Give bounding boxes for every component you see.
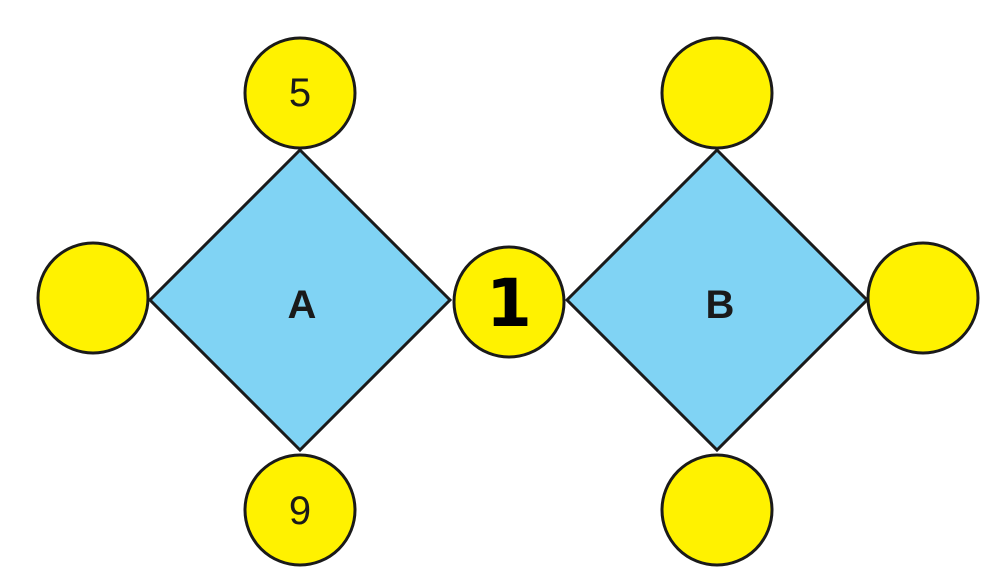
- node-a-top-label: 5: [289, 71, 311, 115]
- node-b-bottom: [660, 453, 774, 567]
- node-a-top: [243, 36, 357, 150]
- node-b-right: [866, 241, 980, 355]
- node-shared: [452, 245, 566, 359]
- node-a-bottom-label: 9: [289, 489, 311, 533]
- node-b-top: [660, 36, 774, 150]
- node-a-left: [36, 241, 150, 355]
- node-a-bottom: [243, 453, 357, 567]
- node-shared-label: 1: [486, 265, 532, 342]
- diamond-b-label: B: [706, 283, 735, 327]
- diamond-a-label: A: [288, 283, 317, 327]
- diamond-b: [564, 147, 870, 453]
- diamond-a: [147, 147, 453, 453]
